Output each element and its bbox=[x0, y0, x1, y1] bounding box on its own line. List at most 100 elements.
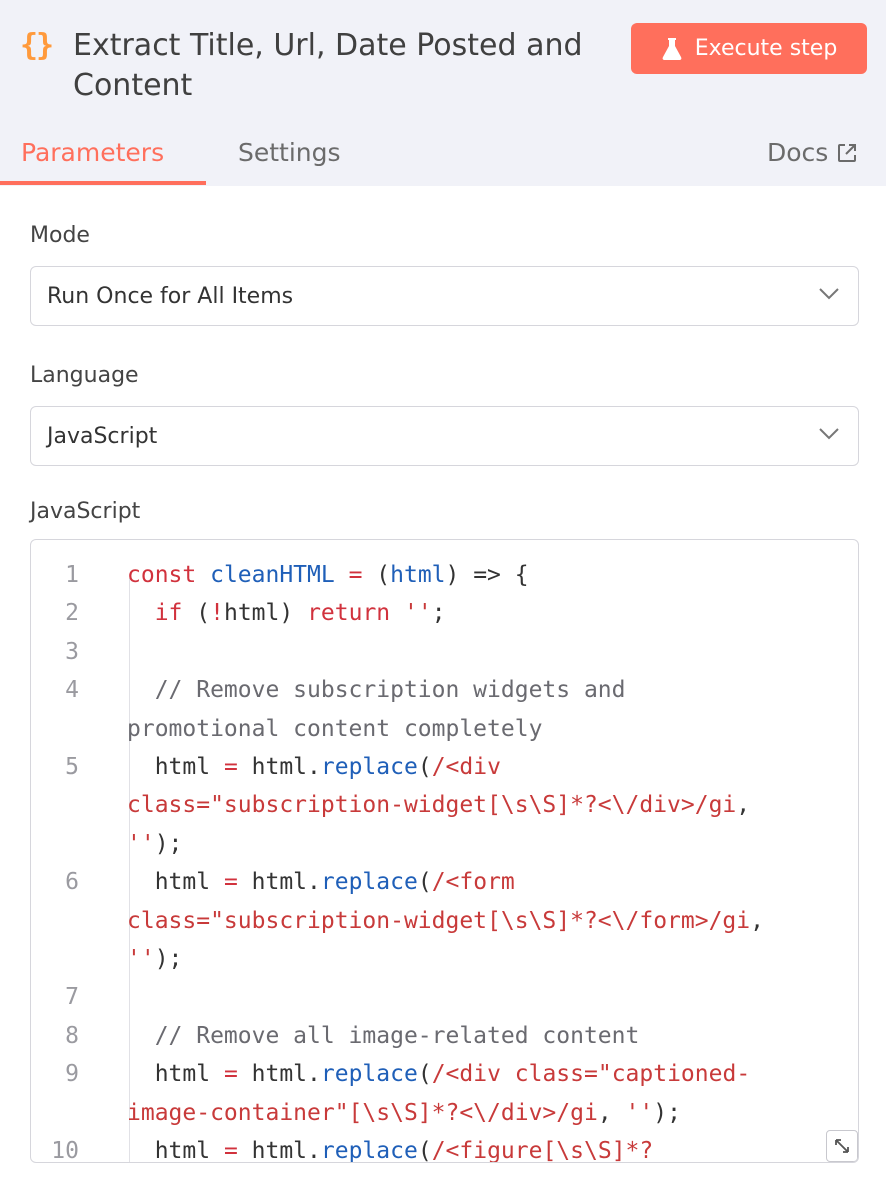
code-token: '' bbox=[127, 946, 155, 972]
code-text: class="subscription-widget[\s\S]*?<\/for… bbox=[127, 902, 764, 940]
code-braces-icon: {} bbox=[20, 28, 54, 63]
code-token: , bbox=[597, 1099, 626, 1126]
line-number: 10 bbox=[51, 1138, 79, 1163]
tab-settings[interactable]: Settings bbox=[238, 138, 341, 167]
code-line[interactable]: 6 html = html.replace(/<form bbox=[31, 863, 858, 901]
code-token: ); bbox=[653, 1099, 681, 1126]
code-token: cleanHTML bbox=[210, 562, 335, 588]
active-tab-indicator bbox=[0, 181, 206, 185]
code-line[interactable]: 10 html = html.replace(/<figure[\s\S]*? bbox=[31, 1132, 858, 1163]
code-token: = bbox=[223, 1061, 252, 1088]
tab-parameters[interactable]: Parameters bbox=[21, 138, 165, 167]
code-line[interactable]: 5 html = html.replace(/<div bbox=[31, 748, 858, 786]
mode-value: Run Once for All Items bbox=[47, 283, 294, 309]
code-line[interactable]: 7 bbox=[31, 978, 858, 1016]
code-line[interactable]: ''); bbox=[31, 940, 858, 978]
code-token: = bbox=[223, 754, 252, 780]
execute-step-button[interactable]: Execute step bbox=[631, 23, 867, 74]
code-token: // Remove subscription widgets and bbox=[127, 677, 626, 704]
code-token: const bbox=[127, 562, 211, 588]
mode-select[interactable]: Run Once for All Items bbox=[30, 266, 859, 326]
code-text: html = html.replace(/<div class="caption… bbox=[127, 1055, 751, 1093]
code-line[interactable]: class="subscription-widget[\s\S]*?<\/for… bbox=[31, 902, 858, 940]
code-text: ''); bbox=[127, 825, 182, 863]
code-token: '' bbox=[404, 600, 432, 627]
code-token: class="subscription-widget[\s\S]*?<\/div… bbox=[127, 792, 737, 819]
code-token: = bbox=[223, 869, 252, 896]
external-link-icon bbox=[838, 144, 857, 162]
code-token: return bbox=[307, 600, 404, 627]
code-line[interactable]: 2 if (!html) return ''; bbox=[31, 594, 858, 632]
code-text: // Remove all image-related content bbox=[127, 1017, 640, 1055]
code-token: /<div bbox=[431, 754, 501, 780]
code-token: html bbox=[127, 869, 224, 896]
code-line[interactable]: 1 const cleanHTML = (html) => { bbox=[31, 556, 858, 594]
code-token: html bbox=[127, 1061, 224, 1088]
language-label: Language bbox=[30, 363, 139, 388]
code-token: html) bbox=[223, 600, 308, 627]
code-text: ''); bbox=[127, 940, 182, 978]
code-token: html bbox=[390, 562, 446, 588]
code-token: , bbox=[736, 792, 751, 819]
code-token: ( bbox=[376, 562, 391, 588]
line-number: 6 bbox=[65, 869, 79, 896]
code-token: ); bbox=[154, 946, 183, 972]
resize-handle[interactable] bbox=[826, 1130, 858, 1162]
code-text: html = html.replace(/<form bbox=[127, 863, 515, 901]
code-line[interactable]: 8 // Remove all image-related content bbox=[31, 1017, 858, 1055]
code-token: class="subscription-widget[\s\S]*?<\/for… bbox=[127, 907, 751, 934]
line-number: 9 bbox=[65, 1061, 79, 1088]
code-label: JavaScript bbox=[30, 499, 141, 524]
node-title[interactable]: Extract Title, Url, Date Posted and Cont… bbox=[73, 28, 583, 103]
code-token: /<div class="captioned- bbox=[431, 1061, 751, 1088]
code-token: '' bbox=[625, 1099, 654, 1126]
code-text: // Remove subscription widgets and bbox=[127, 671, 626, 709]
code-token: replace bbox=[320, 1061, 418, 1088]
code-token: promotional content completely bbox=[127, 715, 543, 742]
code-token: ( bbox=[417, 1138, 432, 1163]
line-number: 3 bbox=[65, 638, 79, 665]
line-number: 2 bbox=[65, 600, 79, 627]
code-token: html bbox=[127, 754, 224, 780]
code-text: const cleanHTML = (html) => { bbox=[127, 556, 529, 594]
line-number: 7 bbox=[65, 984, 79, 1011]
language-value: JavaScript bbox=[47, 423, 158, 449]
code-token: html bbox=[127, 1138, 224, 1163]
code-token: if bbox=[127, 600, 197, 627]
code-line[interactable]: 4 // Remove subscription widgets and bbox=[31, 671, 858, 709]
language-select[interactable]: JavaScript bbox=[30, 406, 859, 466]
docs-link[interactable]: Docs bbox=[767, 136, 858, 170]
line-number: 5 bbox=[65, 754, 79, 780]
line-number: 4 bbox=[65, 677, 79, 704]
code-text: if (!html) return ''; bbox=[127, 594, 446, 632]
code-token: html. bbox=[251, 1138, 321, 1163]
chevron-down-icon bbox=[819, 288, 839, 300]
code-token: = bbox=[334, 562, 377, 588]
code-token: ( bbox=[417, 1061, 432, 1088]
mode-label: Mode bbox=[30, 223, 90, 248]
code-text: html = html.replace(/<div bbox=[127, 748, 501, 786]
code-line[interactable]: ''); bbox=[31, 825, 858, 863]
code-token: ! bbox=[210, 600, 224, 627]
code-line[interactable]: class="subscription-widget[\s\S]*?<\/div… bbox=[31, 786, 858, 824]
code-line[interactable]: image-container"[\s\S]*?<\/div>/gi, ''); bbox=[31, 1094, 858, 1132]
code-token: html. bbox=[251, 1061, 321, 1088]
code-line[interactable]: 3 bbox=[31, 633, 858, 671]
code-token: /<figure[\s\S]*? bbox=[431, 1138, 654, 1163]
code-token: ; bbox=[431, 600, 446, 627]
code-token: '' bbox=[127, 830, 155, 857]
node-header: {} Extract Title, Url, Date Posted and C… bbox=[0, 0, 886, 186]
code-token: ( bbox=[417, 869, 432, 896]
code-token: ( bbox=[196, 600, 211, 627]
line-number: 8 bbox=[65, 1022, 79, 1049]
code-line[interactable]: promotional content completely bbox=[31, 710, 858, 748]
code-token: // Remove all image-related content bbox=[127, 1022, 640, 1049]
code-token: ) => { bbox=[445, 562, 529, 588]
code-text: promotional content completely bbox=[127, 710, 542, 748]
flask-icon bbox=[662, 37, 682, 60]
line-number: 1 bbox=[65, 562, 79, 588]
code-token: replace bbox=[320, 869, 418, 896]
code-text: class="subscription-widget[\s\S]*?<\/div… bbox=[127, 786, 750, 824]
code-line[interactable]: 9 html = html.replace(/<div class="capti… bbox=[31, 1055, 858, 1093]
